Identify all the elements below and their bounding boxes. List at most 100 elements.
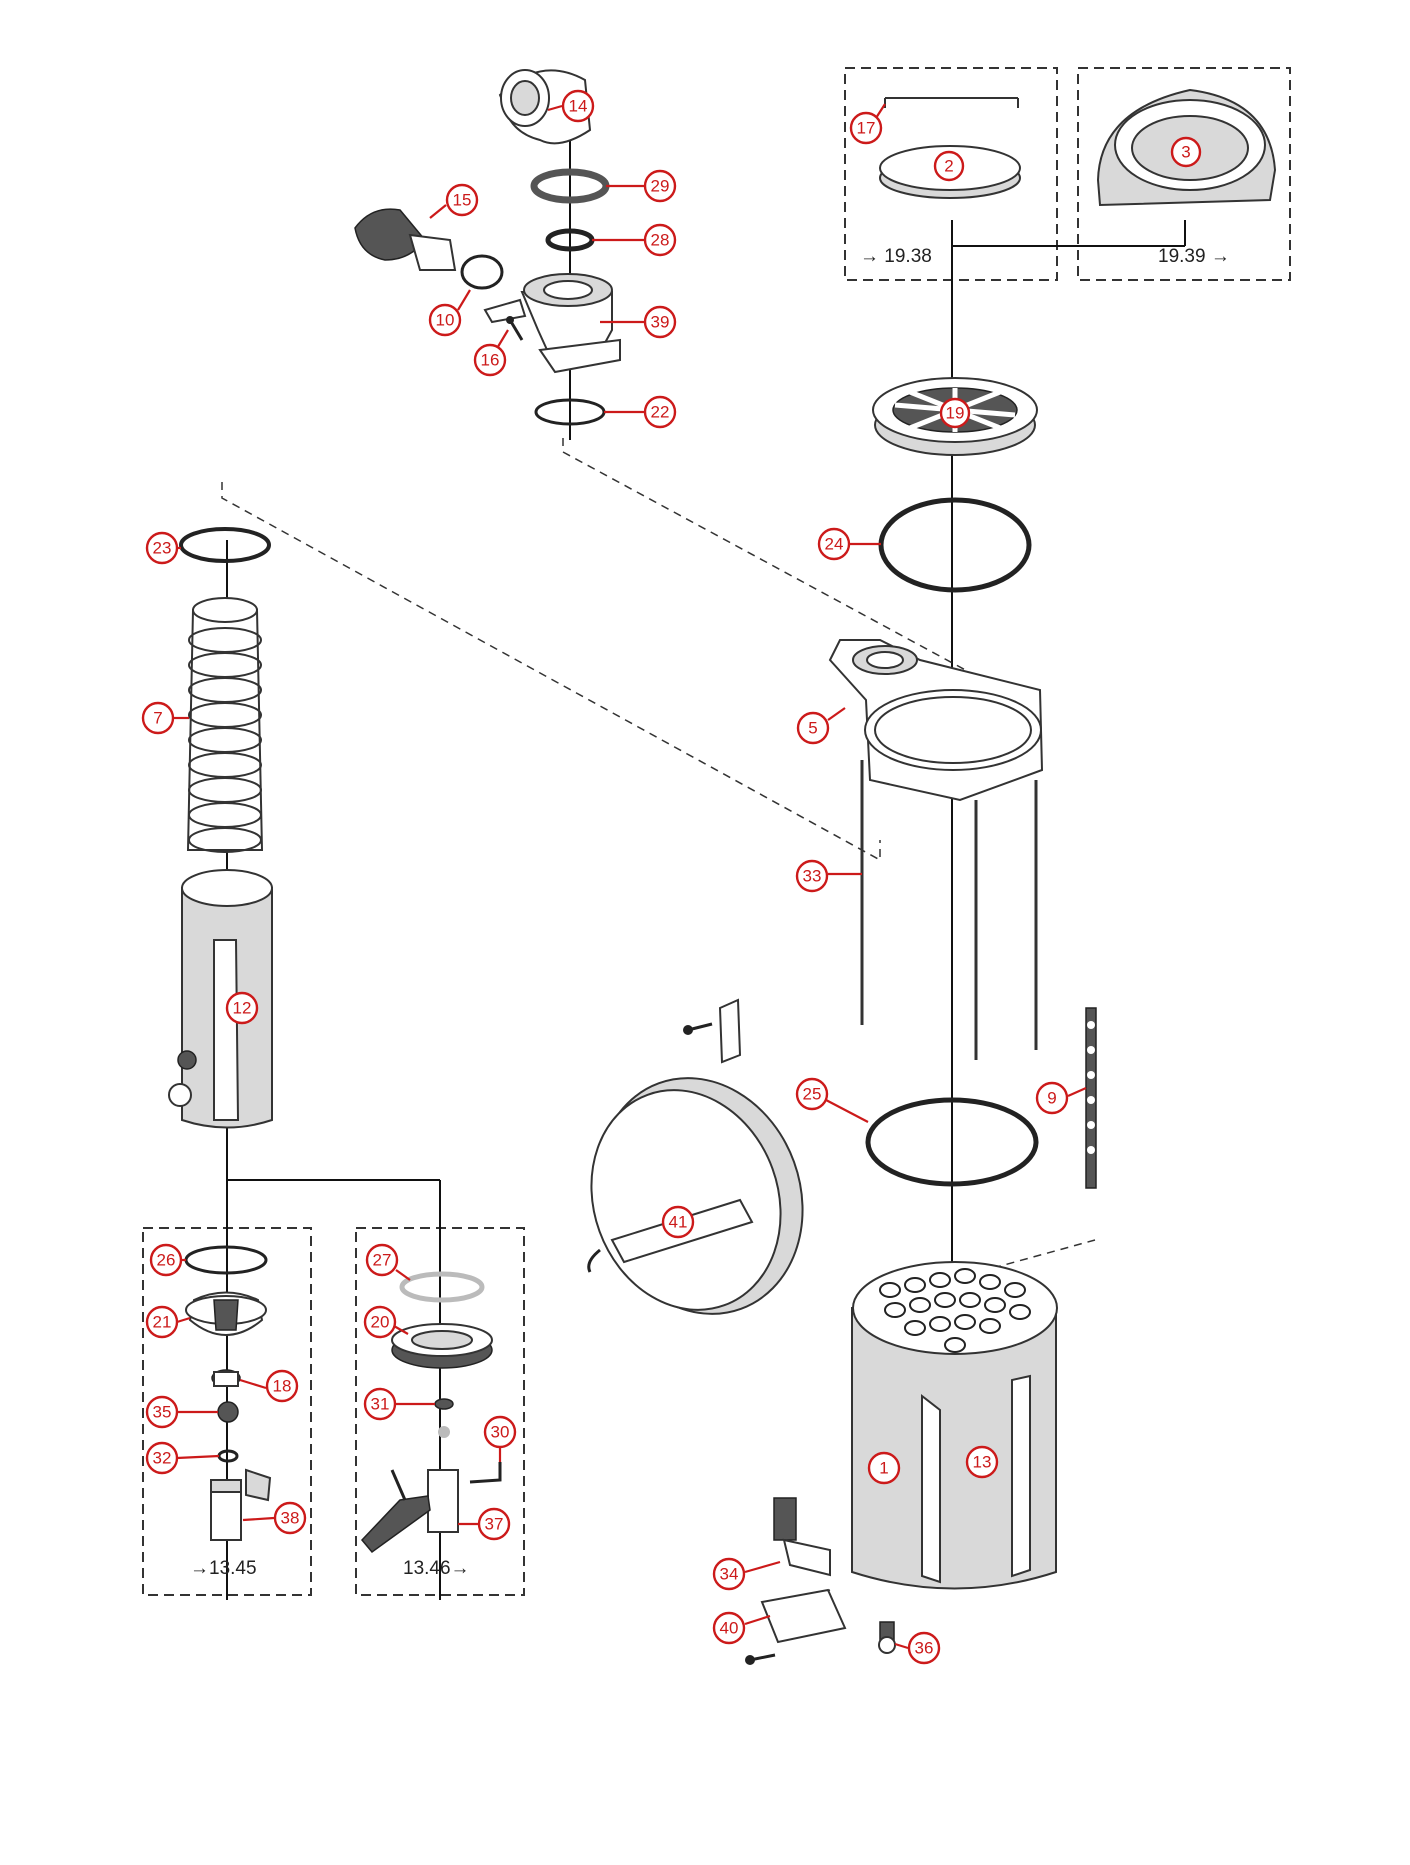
callout-34-label: 34 xyxy=(720,1565,739,1584)
callout-9-label: 9 xyxy=(1047,1089,1056,1108)
callout-16 xyxy=(473,343,507,377)
callout-35-label: 35 xyxy=(153,1403,172,1422)
callout-16-label: 16 xyxy=(481,351,500,370)
callout-25-label: 25 xyxy=(803,1085,822,1104)
callout-40 xyxy=(712,1611,746,1645)
callout-7-label: 7 xyxy=(153,709,162,728)
ignition-strip-9 xyxy=(1085,1007,1097,1189)
ref-part-3: 19.39 → xyxy=(1158,246,1230,267)
callout-40-label: 40 xyxy=(720,1619,739,1638)
burner-tube-12 xyxy=(168,869,273,1129)
callout-35 xyxy=(145,1395,179,1429)
callout-9 xyxy=(1035,1081,1069,1115)
spring-clip-30 xyxy=(469,1462,502,1484)
seal-23 xyxy=(179,527,271,563)
callout-24 xyxy=(817,527,851,561)
callout-23-label: 23 xyxy=(153,539,172,558)
nut-18 xyxy=(211,1369,241,1387)
callout-17-label: 17 xyxy=(857,119,876,138)
ball-mid xyxy=(438,1426,450,1438)
callout-30-label: 30 xyxy=(491,1423,510,1442)
callout-31-label: 31 xyxy=(371,1395,390,1414)
callout-25 xyxy=(795,1077,829,1111)
tie-rods-33 xyxy=(860,760,1038,1060)
ref-mid-assembly: 13.46→ xyxy=(403,1558,470,1579)
callout-39-label: 39 xyxy=(651,313,670,332)
callout-14 xyxy=(561,89,595,123)
callout-22 xyxy=(643,395,677,429)
callout-1-label: 1 xyxy=(879,1459,888,1478)
callout-39 xyxy=(643,305,677,339)
callout-36-label: 36 xyxy=(915,1639,934,1658)
collector-5 xyxy=(828,639,1044,802)
mounting-bracket xyxy=(683,998,742,1064)
callout-24-label: 24 xyxy=(825,535,844,554)
ref-left-assembly: →13.45 xyxy=(190,1558,257,1579)
clamp-10 xyxy=(460,254,504,290)
callout-5-label: 5 xyxy=(808,719,817,738)
burner-head-21 xyxy=(185,1291,267,1336)
screw-16 xyxy=(506,316,524,341)
callout-23 xyxy=(145,531,179,565)
callout-30 xyxy=(483,1415,517,1449)
injector-37 xyxy=(360,1469,459,1554)
expansion-vessel-41 xyxy=(587,1077,804,1315)
callout-29 xyxy=(643,169,677,203)
callout-20 xyxy=(363,1305,397,1339)
detail-box-part-3 xyxy=(1077,67,1291,281)
callout-33 xyxy=(795,859,829,893)
callout-37-label: 37 xyxy=(485,1515,504,1534)
callout-1 xyxy=(867,1451,901,1485)
callout-41-label: 41 xyxy=(669,1213,688,1232)
corrugated-tube-7 xyxy=(186,597,264,853)
cartridge-38 xyxy=(210,1468,272,1541)
callout-14-label: 14 xyxy=(569,97,588,116)
seal-24 xyxy=(878,497,1032,593)
ball-35 xyxy=(217,1401,239,1423)
callout-28-label: 28 xyxy=(651,231,670,250)
callout-26-label: 26 xyxy=(157,1251,176,1270)
callout-32 xyxy=(145,1441,179,1475)
callout-26 xyxy=(149,1243,183,1277)
drain-36 xyxy=(878,1621,896,1654)
callout-38 xyxy=(273,1501,307,1535)
callout-10-label: 10 xyxy=(436,311,455,330)
callout-13 xyxy=(965,1445,999,1479)
callout-33-label: 33 xyxy=(803,867,822,886)
callout-34 xyxy=(712,1557,746,1591)
callout-22-label: 22 xyxy=(651,403,670,422)
ref-part-2: → 19.38 xyxy=(860,246,932,267)
callout-17 xyxy=(849,111,883,145)
callout-3 xyxy=(1170,136,1202,168)
callout-10 xyxy=(428,303,462,337)
valve-34 xyxy=(773,1497,831,1577)
callout-27-label: 27 xyxy=(373,1251,392,1270)
callout-38-label: 38 xyxy=(281,1509,300,1528)
callout-2 xyxy=(933,150,965,182)
callout-13-label: 13 xyxy=(973,1453,992,1472)
callout-28 xyxy=(643,223,677,257)
callout-21 xyxy=(145,1305,179,1339)
callout-19 xyxy=(939,397,971,429)
nozzle-plate-20 xyxy=(391,1323,493,1369)
callout-12 xyxy=(225,991,259,1025)
bracket-40 xyxy=(745,1588,847,1665)
callout-37 xyxy=(477,1507,511,1541)
seal-25 xyxy=(865,1097,1039,1187)
callout-19-label: 19 xyxy=(946,404,965,423)
callout-31 xyxy=(363,1387,397,1421)
callout-36 xyxy=(907,1631,941,1665)
callout-2-label: 2 xyxy=(944,157,953,176)
washer-31 xyxy=(434,1398,454,1410)
callout-7 xyxy=(141,701,175,735)
callout-5 xyxy=(796,711,830,745)
flue-elbow-14 xyxy=(498,69,592,145)
callout-12-label: 12 xyxy=(233,999,252,1018)
callout-20-label: 20 xyxy=(371,1313,390,1332)
seal-27 xyxy=(399,1271,485,1303)
callout-18-label: 18 xyxy=(273,1377,292,1396)
tube-holes-13 xyxy=(879,1268,1031,1353)
callout-41 xyxy=(661,1205,695,1239)
callout-18 xyxy=(265,1369,299,1403)
callout-3-label: 3 xyxy=(1181,143,1190,162)
